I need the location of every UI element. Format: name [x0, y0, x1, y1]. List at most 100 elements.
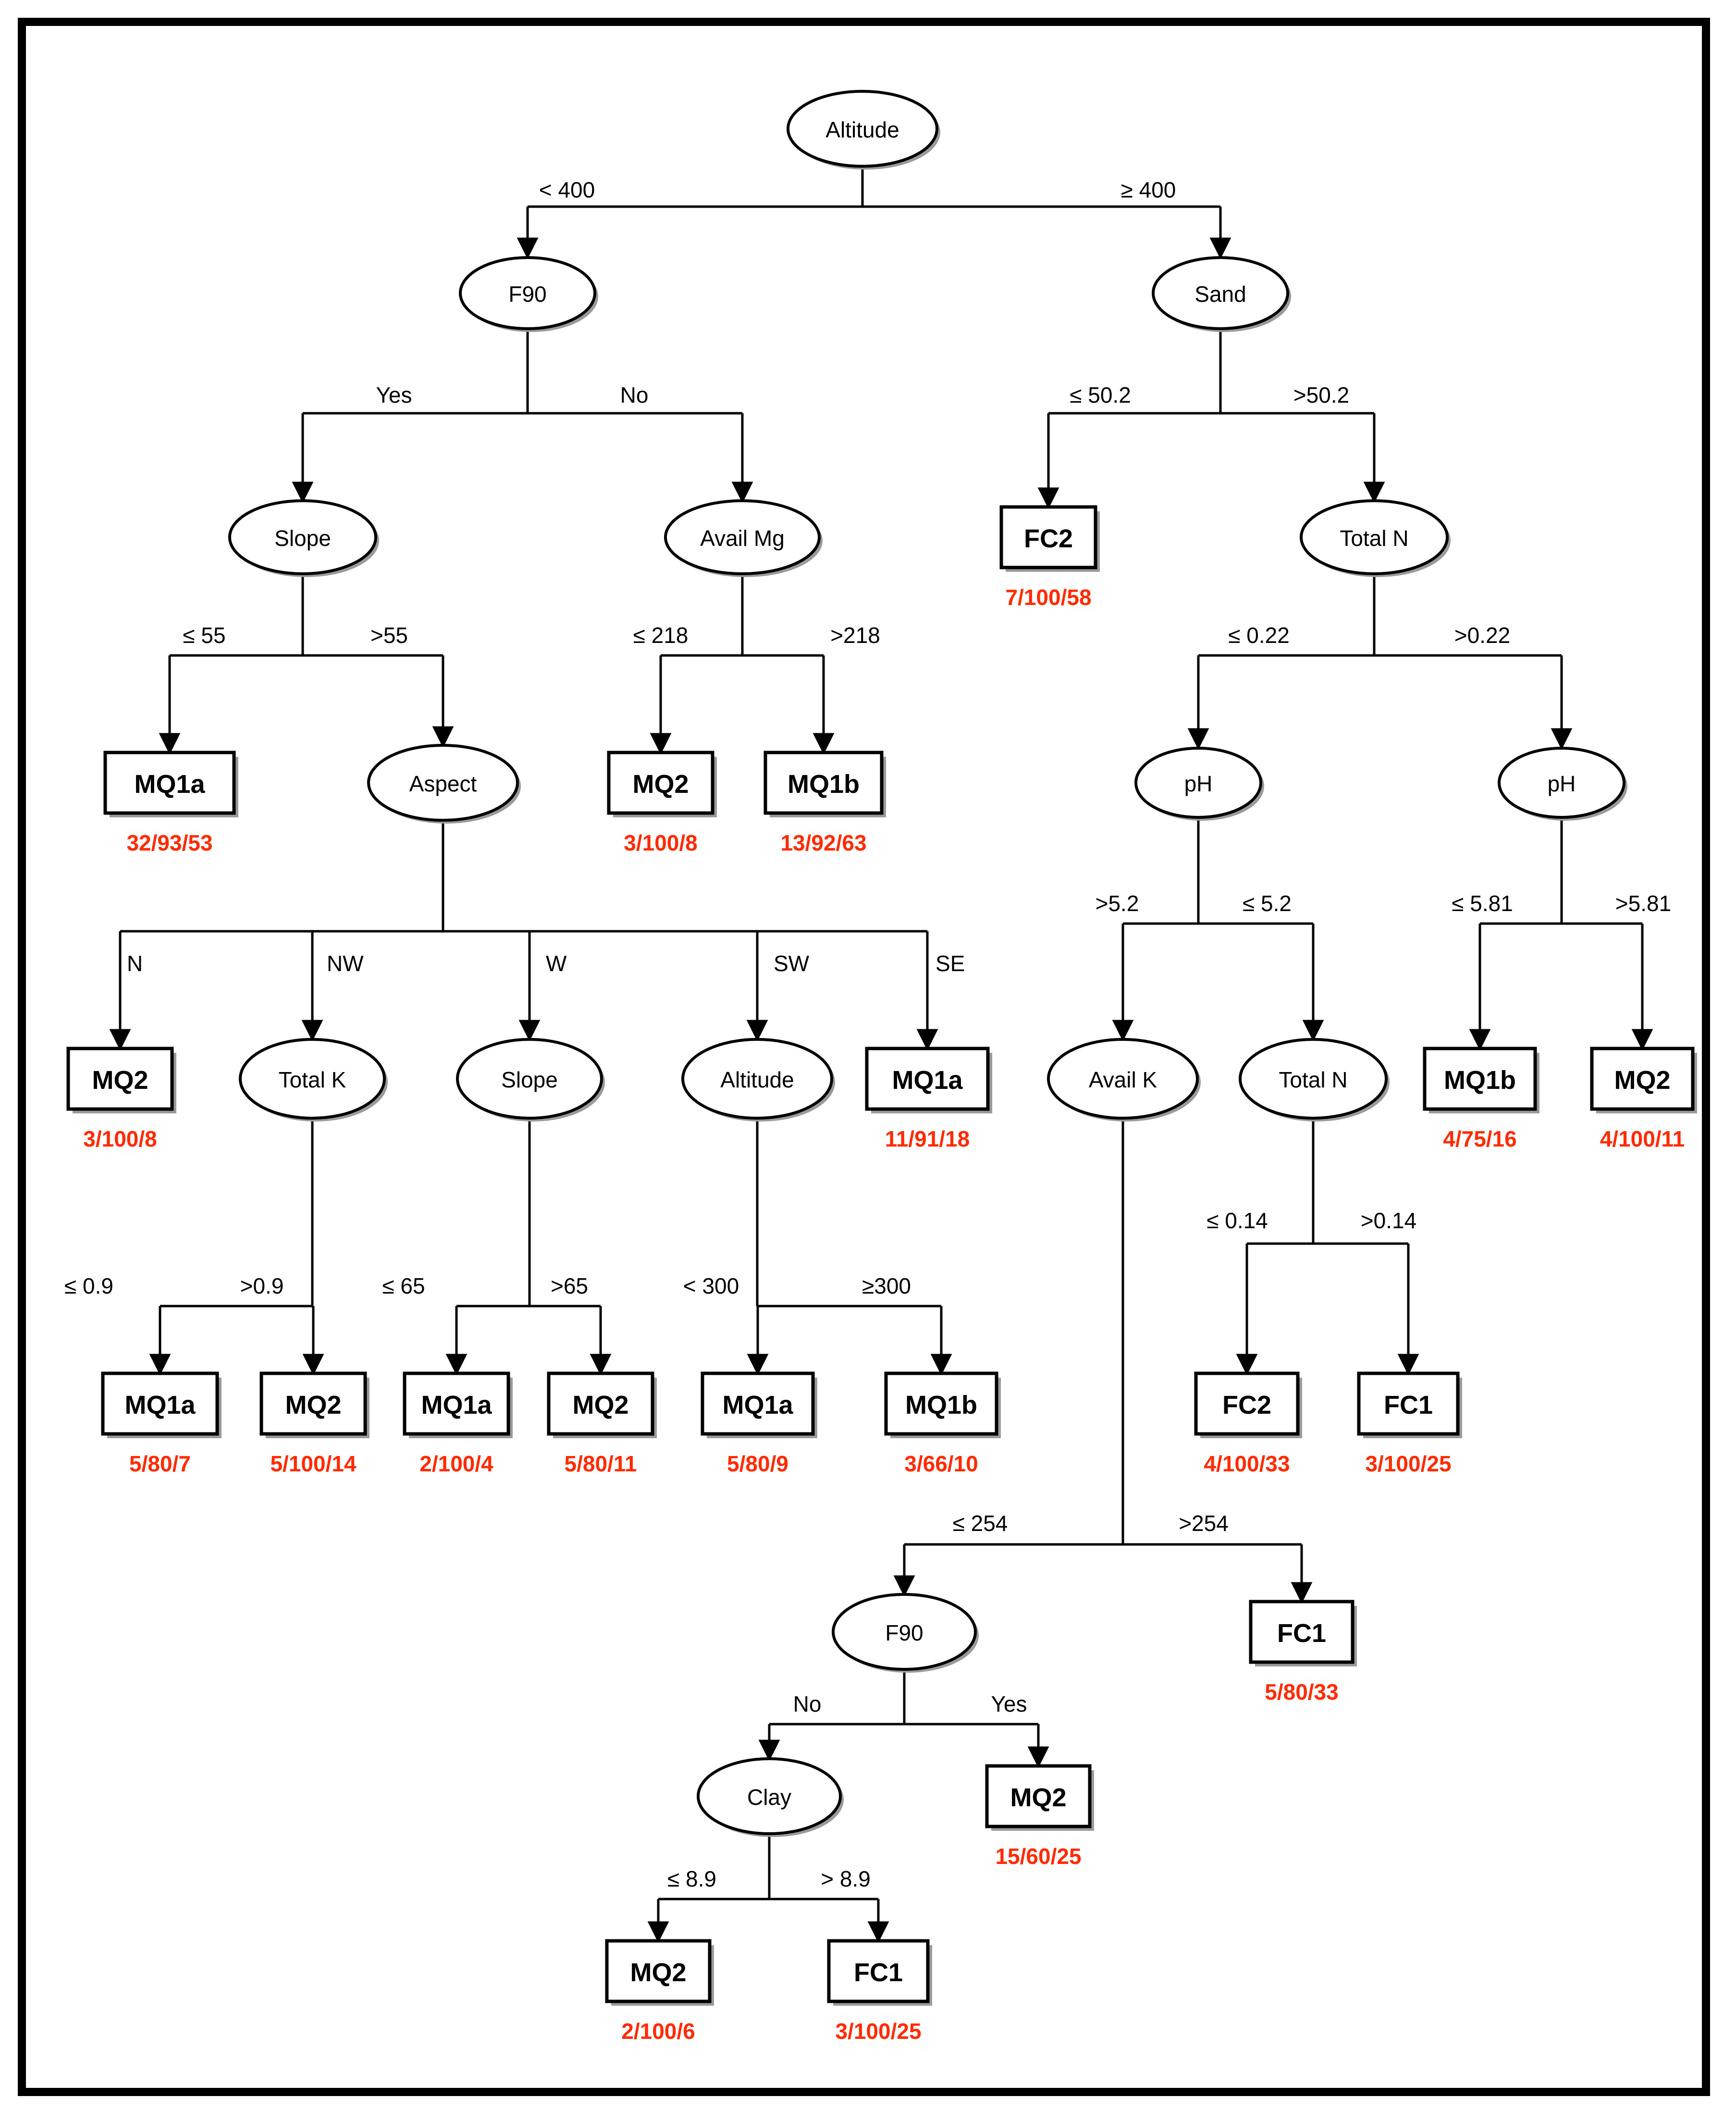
leaf-node-leaf_mq1b_b[interactable]: MQ1b 4/75/16 — [1423, 1047, 1539, 1151]
edge-label-e_aspect_w: W — [546, 951, 567, 976]
edge-label-e_aspect_sw: SW — [774, 951, 810, 976]
decision-node-label: Slope — [501, 1067, 558, 1092]
diagram-frame — [18, 18, 1710, 2096]
decision-node-availmg[interactable]: Avail Mg — [664, 499, 823, 577]
decision-node-ellipse — [459, 256, 596, 330]
leaf-node-box — [103, 751, 236, 815]
leaf-node-stat: 4/75/16 — [1443, 1126, 1516, 1151]
leaf-node-stat: 32/93/53 — [126, 830, 212, 855]
decision-node-totaln_2[interactable]: Total N — [1239, 1038, 1390, 1122]
leaf-node-label: MQ2 — [632, 770, 689, 799]
decision-node-ellipse — [1300, 499, 1449, 575]
leaf-node-label: MQ2 — [1614, 1066, 1670, 1095]
edge-label-e_f90_no: No — [620, 382, 649, 407]
decision-node-ellipse — [1134, 747, 1262, 819]
edge-label-e_phl_le52: ≤ 5.2 — [1243, 891, 1292, 916]
leaf-node-leaf_mq2_b[interactable]: MQ2 3/100/8 — [66, 1047, 176, 1151]
decision-node-f90_l[interactable]: F90 — [459, 256, 598, 332]
leaf-node-box — [701, 1371, 815, 1436]
edge-label-e_sl_gt65: >65 — [551, 1273, 588, 1298]
decision-node-ellipse — [832, 1593, 977, 1671]
edge-aspect-bus — [120, 820, 927, 933]
decision-node-label: F90 — [885, 1620, 923, 1645]
leaf-node-leaf_fc1_b[interactable]: FC1 5/80/33 — [1249, 1600, 1357, 1704]
decision-node-sand[interactable]: Sand — [1152, 256, 1291, 332]
edge-phright-bus — [1480, 817, 1642, 925]
decision-node-label: Altitude — [825, 117, 899, 142]
leaf-node-stat: 3/100/8 — [624, 830, 697, 855]
decision-node-root[interactable]: Altitude — [787, 90, 940, 170]
decision-node-totalk[interactable]: Total K — [239, 1038, 388, 1122]
leaf-node-label: FC1 — [854, 1958, 903, 1987]
leaf-node-box — [101, 1371, 219, 1436]
leaf-node-label: FC1 — [1277, 1619, 1326, 1648]
leaf-node-stat: 7/100/58 — [1005, 585, 1091, 610]
decision-node-ellipse — [1152, 256, 1289, 330]
leaf-node-label: MQ2 — [92, 1066, 148, 1095]
leaf-node-label: MQ2 — [572, 1391, 628, 1419]
edge-label-e_f90b_yes: Yes — [991, 1691, 1027, 1716]
decision-node-slope_2[interactable]: Slope — [456, 1038, 605, 1122]
edge-slope-left-bus — [170, 574, 443, 657]
decision-node-clay[interactable]: Clay — [697, 1757, 844, 1837]
decision-node-totaln_1[interactable]: Total N — [1300, 499, 1451, 577]
leaf-node-stat: 3/100/25 — [1365, 1451, 1451, 1476]
leaf-node-box — [865, 1047, 990, 1111]
decision-node-label: Total N — [1340, 526, 1408, 551]
edge-label-e_aspect_se: SE — [936, 951, 965, 976]
leaf-node-stat: 5/80/33 — [1265, 1679, 1338, 1704]
leaf-node-label: MQ1a — [892, 1066, 963, 1095]
edge-label-e_aspect_nw: NW — [327, 951, 364, 976]
decision-node-ph_right[interactable]: pH — [1498, 747, 1627, 821]
decision-node-slope_l[interactable]: Slope — [228, 499, 379, 577]
leaf-node-label: MQ1b — [1444, 1066, 1516, 1095]
edge-label-e_tn2_gt014: >0.14 — [1361, 1208, 1416, 1233]
edge-label-e_tn2_le014: ≤ 0.14 — [1207, 1208, 1268, 1233]
decision-node-ellipse — [456, 1038, 603, 1120]
leaf-node-leaf_mq2_a[interactable]: MQ2 3/100/8 — [607, 751, 717, 855]
leaf-node-label: MQ1a — [134, 770, 205, 799]
edge-label-e_tn1_gt022: >0.22 — [1454, 623, 1510, 648]
edge-sand-bus — [1048, 329, 1374, 415]
edge-label-e_clay_gt89: > 8.9 — [821, 1866, 871, 1891]
decision-node-aspect[interactable]: Aspect — [367, 744, 521, 824]
leaf-node-leaf_mq1a_a[interactable]: MQ1a 32/93/53 — [103, 751, 238, 855]
leaf-node-label: MQ1b — [788, 770, 860, 799]
edge-label-e_mg_gt218: >218 — [830, 623, 880, 648]
edge-root-bus — [528, 166, 1220, 208]
edge-totalk-bus — [160, 1118, 314, 1308]
decision-node-ph_left[interactable]: pH — [1134, 747, 1264, 821]
decision-node-f90_b[interactable]: F90 — [832, 1593, 979, 1673]
decision-node-altitude_2[interactable]: Altitude — [681, 1038, 835, 1122]
edge-label-e_f90b_no: No — [793, 1691, 822, 1716]
edge-label-e_sand_le: ≤ 50.2 — [1070, 382, 1131, 407]
decision-node-ellipse — [1239, 1038, 1388, 1120]
edge-label-e_phr_le581: ≤ 5.81 — [1452, 891, 1513, 916]
leaf-node-label: MQ2 — [630, 1958, 686, 1987]
decision-node-label: F90 — [508, 282, 546, 307]
edge-availmg-bus — [661, 574, 824, 657]
decision-node-availk[interactable]: Avail K — [1047, 1038, 1201, 1122]
leaf-node-label: FC2 — [1222, 1391, 1271, 1419]
leaf-node-label: MQ1a — [124, 1391, 196, 1419]
leaf-node-stat: 2/100/4 — [419, 1451, 493, 1476]
leaf-node-stat: 3/100/8 — [83, 1126, 157, 1151]
leaf-node-stat: 5/80/9 — [727, 1451, 788, 1476]
edge-label-e_sl_le65: ≤ 65 — [382, 1273, 425, 1298]
